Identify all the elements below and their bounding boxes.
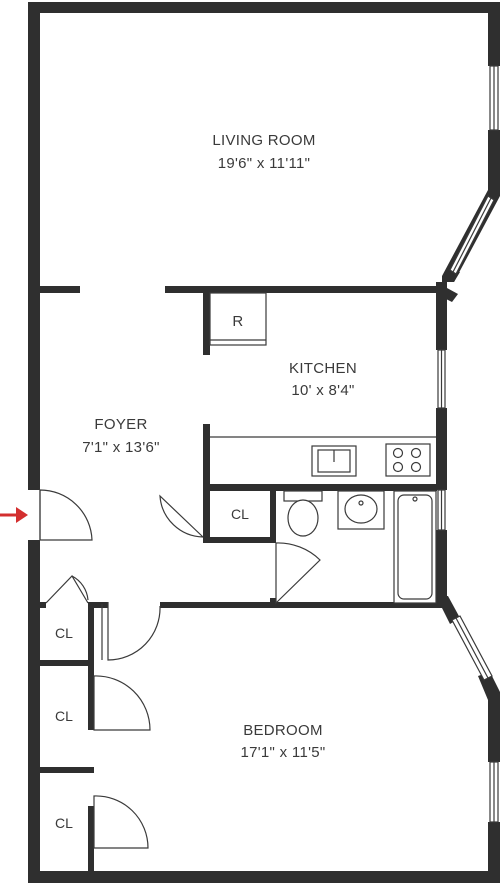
bath-bedroom-wall xyxy=(160,602,448,608)
closet2-door[interactable] xyxy=(93,675,151,731)
kitchen-bath-wall xyxy=(203,484,437,491)
right-wall-bedroom xyxy=(488,692,500,762)
closet-3-label: CL xyxy=(55,815,73,831)
closet-bath-wall xyxy=(270,491,276,543)
bathroom-door[interactable] xyxy=(275,542,321,605)
bedroom-name: BEDROOM xyxy=(243,722,323,739)
closet1-closet2-wall xyxy=(40,660,94,666)
foyer-name: FOYER xyxy=(94,416,147,433)
burner-icon xyxy=(410,447,422,459)
closet1-top-jamb xyxy=(40,602,46,608)
kitchen-left-wall-lower xyxy=(203,424,210,542)
kitchen-right-wall-lower xyxy=(436,408,447,490)
bedroom-top-wall-left xyxy=(88,602,108,608)
closet-1-label: CL xyxy=(55,625,73,641)
bath-right-wall xyxy=(436,530,447,608)
bath-door-jamb xyxy=(270,598,276,603)
entry-arrow-icon xyxy=(0,507,28,523)
refrigerator xyxy=(209,292,267,346)
kitchen-left-wall-upper xyxy=(203,293,210,355)
closet2-closet3-wall xyxy=(40,767,94,773)
burner-icon xyxy=(392,461,404,473)
kitchen-fixtures: R xyxy=(209,292,436,477)
living-bay-joint xyxy=(442,272,460,282)
closet-column-wall-lower xyxy=(88,806,94,871)
closet-hall-label: CL xyxy=(231,506,249,522)
doors xyxy=(39,489,321,849)
foyer-dims: 7'1" x 13'6" xyxy=(82,439,160,456)
toilet-bowl xyxy=(287,499,319,537)
living-room-name: LIVING ROOM xyxy=(212,132,315,149)
room-labels: LIVING ROOM 19'6" x 11'11" KITCHEN 10' x… xyxy=(55,132,357,831)
closet-hall-door[interactable] xyxy=(159,494,204,538)
living-foyer-wall-left xyxy=(40,286,80,293)
kitchen-name: KITCHEN xyxy=(289,360,357,377)
closet3-door[interactable] xyxy=(93,795,149,849)
closet1-door[interactable] xyxy=(45,575,89,604)
kitchen-right-wall-upper xyxy=(436,282,447,350)
interior-walls xyxy=(40,286,448,871)
kitchen-dims: 10' x 8'4" xyxy=(291,382,354,399)
right-wall-bottom xyxy=(488,822,500,883)
windows xyxy=(437,65,499,823)
stove xyxy=(385,443,431,477)
living-room-dims: 19'6" x 11'11" xyxy=(218,155,311,172)
bedroom-dims: 17'1" x 11'5" xyxy=(240,744,325,761)
living-kitchen-wall xyxy=(165,286,447,293)
bottom-wall xyxy=(28,871,500,883)
top-wall xyxy=(28,2,500,13)
burner-icon xyxy=(410,461,422,473)
bedroom-door[interactable] xyxy=(101,602,161,661)
left-wall-lower xyxy=(28,540,40,883)
entry-door[interactable] xyxy=(39,489,93,541)
right-wall-mid-upper xyxy=(488,130,500,196)
bath-fixtures xyxy=(283,490,437,604)
closet-bottom-wall xyxy=(203,537,276,543)
burner-icon xyxy=(392,447,404,459)
fridge-label: R xyxy=(232,313,243,330)
left-wall-upper xyxy=(28,2,40,490)
right-wall-top xyxy=(488,2,500,66)
closet-2-label: CL xyxy=(55,708,73,724)
